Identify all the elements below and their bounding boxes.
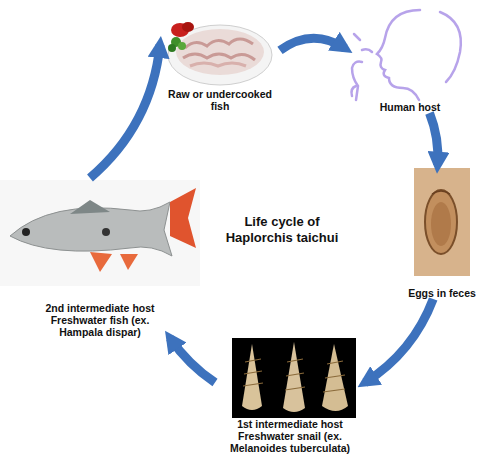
caption-detail: Freshwater fish (ex. Hampala dispar): [41, 314, 159, 338]
stage-caption: Eggs in feces: [398, 287, 486, 299]
stage-node: Raw or undercooked fish: [160, 0, 280, 112]
stage-caption: Human host: [345, 101, 475, 113]
caption-line: Eggs in feces: [398, 287, 486, 299]
stage-node: Human host: [345, 5, 475, 113]
caption-line: 1st intermediate host: [215, 418, 365, 430]
caption-line: Raw or undercooked fish: [160, 88, 280, 112]
stage-node: 2nd intermediate hostFreshwater fish (ex…: [0, 178, 200, 338]
freshwater-fish-photo: [0, 180, 200, 286]
raw-fish-plate: [168, 22, 272, 85]
cycle-arrow: [170, 338, 215, 383]
cycle-arrow: [430, 113, 438, 165]
stage-caption: 2nd intermediate hostFreshwater fish (ex…: [41, 302, 159, 338]
stage-node: Eggs in feces: [398, 165, 486, 299]
cycle-arrow: [280, 38, 345, 50]
caption-detail: Freshwater snail (ex. Melanoides tubercu…: [215, 430, 365, 454]
stage-caption: 1st intermediate hostFreshwater snail (e…: [215, 418, 365, 454]
stage-node: 1st intermediate hostFreshwater snail (e…: [215, 335, 365, 454]
cycle-arrow: [90, 45, 160, 178]
egg-micrograph: [414, 168, 470, 276]
diagram-title: Life cycle of Haplorchis taichui: [216, 214, 348, 246]
snail-shells-photo: [232, 338, 356, 418]
caption-line: Human host: [345, 101, 475, 113]
human-head-outline: [352, 10, 461, 100]
stage-caption: Raw or undercooked fish: [160, 88, 280, 112]
caption-line: 2nd intermediate host: [41, 302, 159, 314]
cycle-arrow: [365, 299, 433, 383]
